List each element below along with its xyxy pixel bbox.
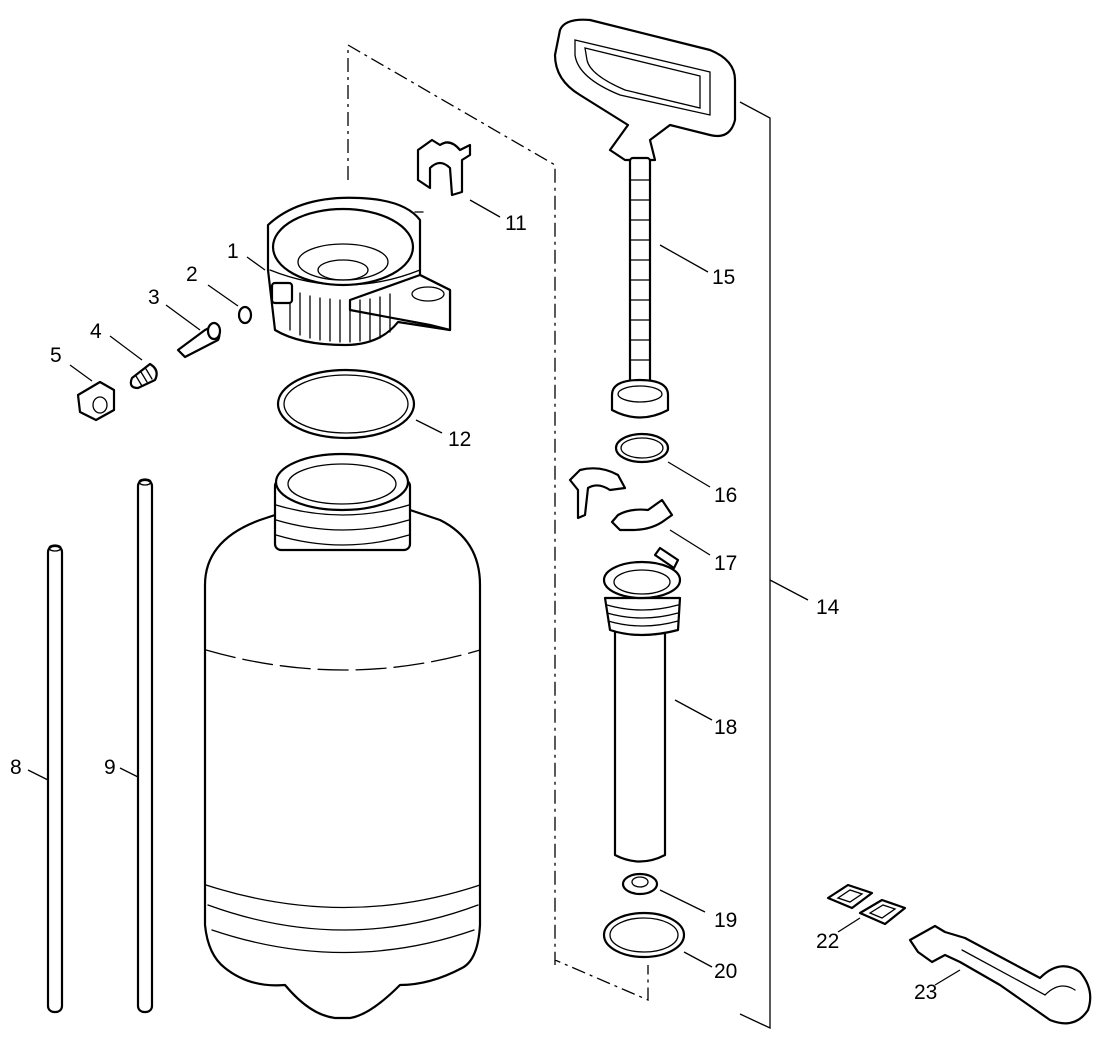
part-9-tube [136,478,154,1014]
part-4-spring [129,362,158,390]
part-18-pump-cylinder [602,546,682,863]
callout-19: 19 [714,909,737,932]
callout-9: 9 [104,756,116,779]
part-8-tube [46,544,64,1014]
callout-12: 12 [448,428,471,451]
part-12-o-ring [276,368,416,440]
callout-20: 20 [714,960,737,983]
part-16-o-ring [614,432,670,464]
callout-15: 15 [712,266,735,289]
callout-17: 17 [714,552,737,575]
leader-lines [27,199,961,986]
callout-22: 22 [816,930,839,953]
tank-body [203,452,482,1020]
part-19-washer [621,872,659,896]
callout-4: 4 [90,320,102,343]
part-1-pump-collar [266,196,452,347]
part-3-valve [176,321,222,359]
part-20-o-ring [602,911,686,959]
callout-14: 14 [816,596,840,619]
part-15-pump-handle [553,18,737,419]
assembly-outline [347,43,649,1001]
part-23-strap [908,924,1092,1025]
callout-23: 23 [914,981,937,1004]
callout-18: 18 [714,716,737,739]
callout-3: 3 [148,286,160,309]
callout-8: 8 [10,756,22,779]
group-14-bracket [739,101,771,1030]
callout-11: 11 [505,212,527,235]
callout-1: 1 [227,240,239,263]
part-22-buckles [826,883,907,926]
callout-16: 16 [714,484,737,507]
callout-labels: 1 2 3 4 5 8 9 11 12 14 15 16 17 18 19 20… [10,212,937,1004]
part-11-clip [416,138,472,197]
part-17-split-collar [568,467,674,532]
part-5-nut [76,380,116,422]
callout-5: 5 [50,344,62,367]
callout-2: 2 [186,263,198,286]
part-2-small-o-ring [237,305,253,325]
